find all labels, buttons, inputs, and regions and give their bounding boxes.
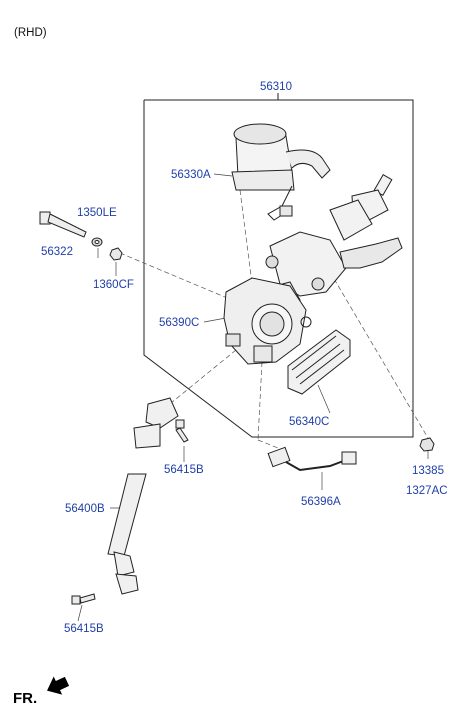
- bolt-c-part: [71, 593, 96, 605]
- leader-lines: [77, 173, 429, 622]
- ecu-part: [287, 329, 351, 395]
- direction-label: FR.: [13, 690, 37, 707]
- label-ecu[interactable]: 56340C: [289, 416, 329, 428]
- label-nut-b-2[interactable]: 1327AC: [406, 485, 448, 497]
- label-motor[interactable]: 56330A: [171, 169, 211, 181]
- shaft-part: [107, 397, 179, 595]
- label-shaft[interactable]: 56400B: [65, 503, 105, 515]
- dashed-guides: [119, 189, 429, 449]
- assembly-frame: [143, 93, 414, 438]
- label-nut-a[interactable]: 1360CF: [93, 279, 134, 291]
- label-bolt-a[interactable]: 56322: [41, 246, 73, 258]
- label-bolt-c[interactable]: 56415B: [64, 623, 104, 635]
- label-nut-b-1[interactable]: 13385: [412, 465, 444, 477]
- nut-a-part: [109, 247, 123, 261]
- label-bolt-b[interactable]: 56415B: [164, 464, 204, 476]
- bolt-b-part: [175, 419, 189, 443]
- nut-b-part: [419, 437, 435, 452]
- motor-part: [231, 123, 331, 221]
- bolt-a-part: [39, 211, 87, 238]
- label-washer[interactable]: 1350LE: [77, 207, 117, 219]
- label-housing[interactable]: 56390C: [159, 317, 199, 329]
- harness-part: [267, 446, 357, 472]
- housing-part: [223, 277, 312, 365]
- label-harness[interactable]: 56396A: [301, 496, 341, 508]
- label-assembly[interactable]: 56310: [260, 81, 292, 93]
- variant-label: (RHD): [14, 27, 47, 39]
- washer-part: [91, 237, 103, 247]
- arrow-icon: [47, 676, 70, 695]
